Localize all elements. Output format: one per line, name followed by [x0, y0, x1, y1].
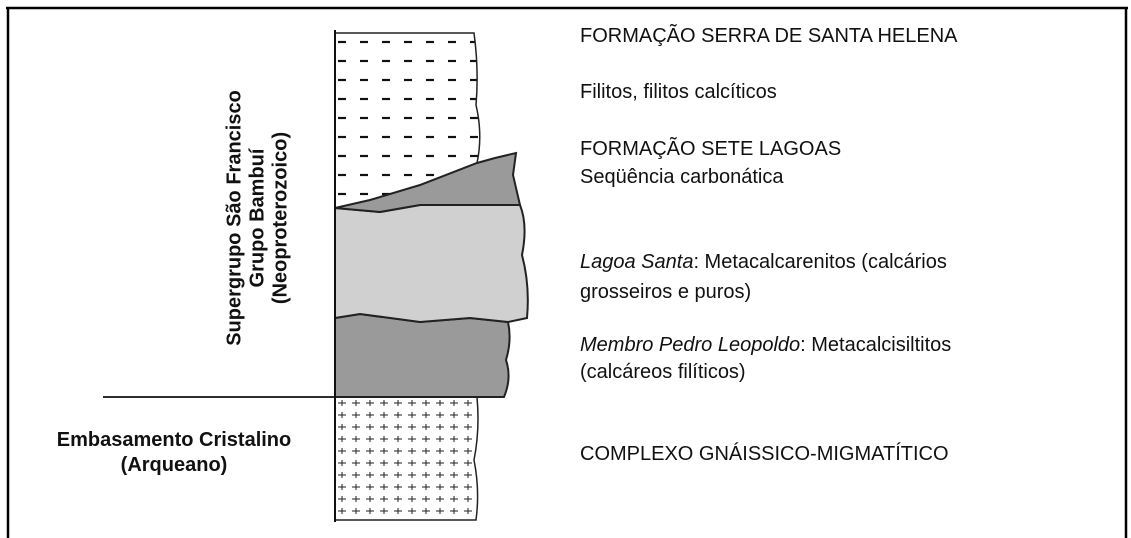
pedro-leopoldo-desc: : Metacalcisiltitos: [800, 334, 952, 356]
supergroup-line2: Grupo Bambuí: [246, 148, 269, 288]
complexo-label: COMPLEXO GNÁISSICO-MIGMATÍTICO: [580, 443, 949, 465]
lagoa-santa-line2: grosseiros e puros): [580, 281, 752, 303]
supergroup-line3: (Neoproterozoico): [269, 131, 292, 305]
sete-title: FORMAÇÃO SETE LAGOAS: [580, 138, 842, 160]
layer-sete-lagoas-wedge: [334, 151, 522, 214]
lagoa-santa-name: Lagoa Santa: [580, 251, 694, 273]
basement-line1: Embasamento Cristalino: [56, 429, 292, 451]
serra-description: Filitos, filitos calcíticos: [580, 81, 777, 103]
layer-complexo-gnaissico: [334, 396, 479, 521]
pedro-leopoldo-line1: Membro Pedro Leopoldo: Metacalcisiltitos: [580, 333, 951, 357]
supergroup-line1: Supergrupo São Francisco: [223, 90, 246, 346]
lagoa-santa-desc: : Metacalcarenitos (calcários: [693, 251, 947, 273]
pedro-leopoldo-name: Membro Pedro Leopoldo: [580, 334, 801, 356]
layer-pedro-leopoldo: [334, 312, 511, 398]
sete-description: Seqüência carbonática: [580, 166, 784, 188]
basement-label: Embasamento Cristalino (Arqueano): [18, 428, 330, 478]
layer-lagoa-santa: [334, 204, 529, 324]
basement-line2: (Arqueano): [120, 454, 228, 476]
lagoa-santa-line1: Lagoa Santa: Metacalcarenitos (calcários: [580, 250, 947, 274]
serra-title: FORMAÇÃO SERRA DE SANTA HELENA: [580, 25, 958, 47]
pedro-leopoldo-line2: (calcáreos filíticos): [580, 361, 746, 383]
